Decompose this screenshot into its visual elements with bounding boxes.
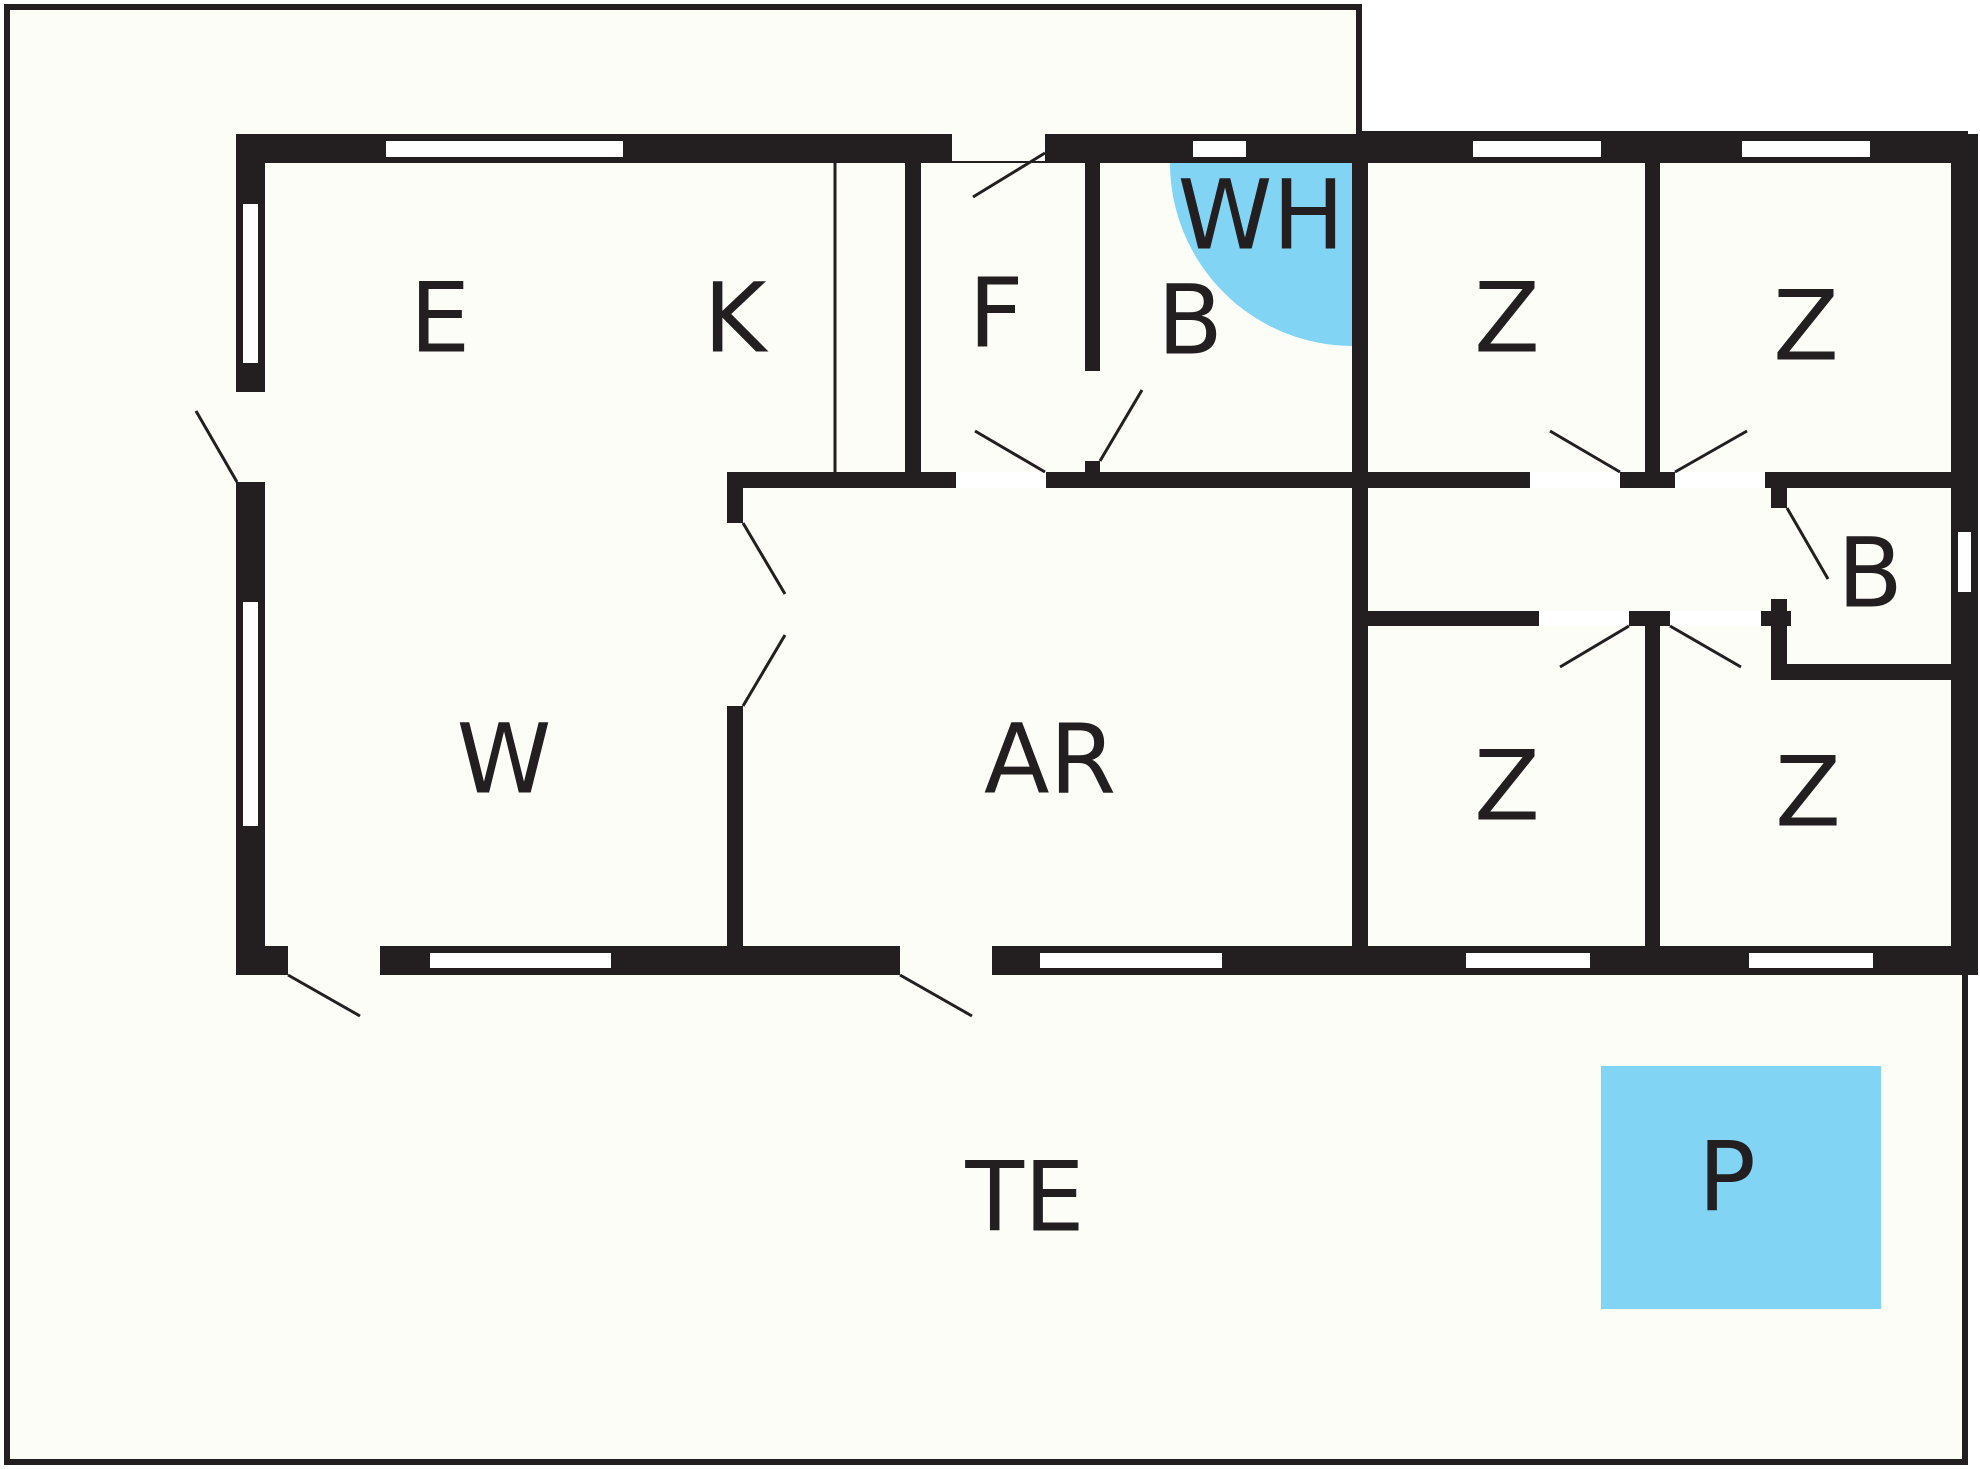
house-floor xyxy=(237,134,1978,975)
opening-bed2 xyxy=(1675,472,1765,488)
wall-hall-b xyxy=(1629,611,1670,626)
window-left-1 xyxy=(241,202,260,365)
door-bed2 xyxy=(1674,429,1748,474)
wall-mid-d xyxy=(1765,472,1951,488)
wall-mid-b xyxy=(1046,472,1530,488)
door-swings xyxy=(194,151,1830,1018)
pool xyxy=(1601,1066,1881,1309)
room-label-b-top: B xyxy=(1157,264,1223,376)
room-label-f: F xyxy=(968,257,1023,369)
door-pantry xyxy=(974,429,1046,474)
wall-bottom-a xyxy=(236,946,288,975)
room-label-e: E xyxy=(410,262,471,374)
room-label-z-bottom-left: Z xyxy=(1474,730,1540,842)
door-entry-top xyxy=(972,151,1046,199)
opening-bed4 xyxy=(1670,611,1761,626)
door-openings xyxy=(956,472,1765,626)
shower-area xyxy=(1170,163,1353,346)
wall-hall-a xyxy=(1367,611,1539,626)
wall-mid-c xyxy=(1620,472,1675,488)
door-living-lower xyxy=(741,634,787,707)
wall-pantry-left xyxy=(905,157,921,473)
room-label-wh: WH xyxy=(1177,159,1344,271)
door-bath2 xyxy=(1785,507,1830,580)
window-bottom-2 xyxy=(1038,951,1224,970)
room-label-te: TE xyxy=(964,1141,1084,1253)
door-bed4 xyxy=(1669,624,1742,669)
wall-bedrooms-top-divider xyxy=(1645,157,1660,473)
door-bed1 xyxy=(1549,429,1621,474)
window-right xyxy=(1956,530,1973,594)
window-bottom-3 xyxy=(1464,951,1592,970)
room-label-w: W xyxy=(457,703,552,815)
door-bathroom xyxy=(1098,389,1144,462)
room-label-b-right: B xyxy=(1837,517,1903,629)
room-label-ar: AR xyxy=(984,703,1116,815)
wall-bath2-bottom xyxy=(1771,664,1951,680)
wall-core-vertical xyxy=(1352,134,1368,946)
window-top-1 xyxy=(384,139,625,159)
room-label-p: P xyxy=(1698,1121,1756,1233)
wall-bath-left-upper xyxy=(1085,157,1100,371)
wall-bath2-left-lower xyxy=(1771,599,1787,679)
door-living-upper xyxy=(741,522,787,595)
wall-bath2-left-upper xyxy=(1771,487,1787,508)
window-top-2 xyxy=(1191,139,1248,159)
wall-bedrooms-bottom-divider xyxy=(1645,612,1660,946)
window-left-2 xyxy=(241,600,260,828)
room-label-z-bottom-right: Z xyxy=(1775,736,1841,848)
window-top-3 xyxy=(1471,139,1603,159)
wall-living-right-lower xyxy=(727,706,743,946)
opening-pantry xyxy=(956,472,1046,488)
door-bed3 xyxy=(1559,624,1630,669)
room-label-z-top-left: Z xyxy=(1474,262,1540,374)
window-bottom-1 xyxy=(428,951,613,970)
room-label-k: K xyxy=(704,262,769,374)
window-top-4 xyxy=(1740,139,1872,159)
window-bottom-4 xyxy=(1747,951,1875,970)
opening-bed3 xyxy=(1539,611,1629,626)
wall-mid-a xyxy=(727,472,956,488)
opening-bed1 xyxy=(1530,472,1620,488)
room-label-z-top-right: Z xyxy=(1773,270,1839,382)
door-left-side xyxy=(194,410,239,483)
wall-bath-left-lower xyxy=(1085,461,1100,473)
door-bottom-mid xyxy=(899,973,973,1018)
windows xyxy=(241,139,1973,970)
door-bottom-left xyxy=(287,973,361,1018)
